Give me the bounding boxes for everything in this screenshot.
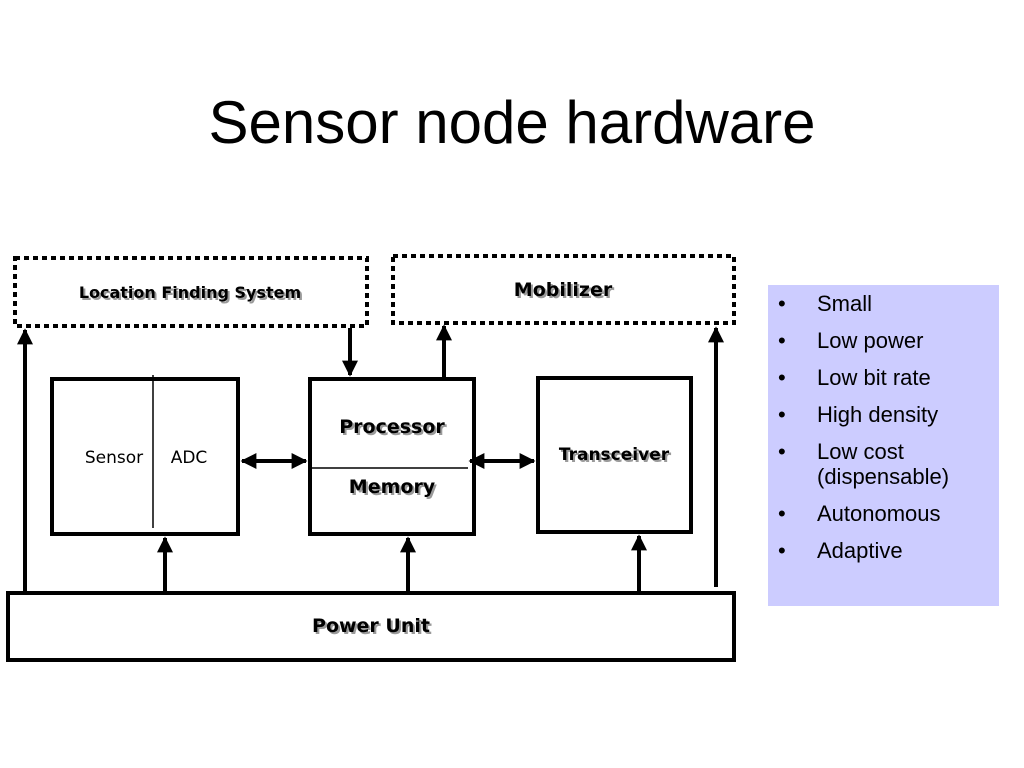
transceiver-box xyxy=(536,376,693,534)
processor-memory-box xyxy=(308,377,476,536)
bullet-marker: • xyxy=(778,328,786,353)
list-item: • Autonomous xyxy=(768,501,999,526)
bullet-marker: • xyxy=(778,365,786,390)
list-item-label: Low cost (dispensable) xyxy=(817,439,950,489)
bullet-marker: • xyxy=(778,402,786,427)
list-item: • Small xyxy=(768,291,999,316)
properties-list: • Small • Low power • Low bit rate • High de… xyxy=(768,291,999,563)
bullet-marker: • xyxy=(778,538,786,563)
slide-title: Sensor node hardware xyxy=(208,89,816,156)
transceiver-label-shadow: Transceiver xyxy=(561,447,672,467)
list-item-label: Low bit rate xyxy=(817,365,931,390)
sensor-adc-box xyxy=(50,377,240,536)
transceiver-label: Transceiver xyxy=(559,445,670,465)
list-item: • Adaptive xyxy=(768,538,999,563)
list-item-label: Small xyxy=(817,291,873,316)
bullet-marker: • xyxy=(778,501,786,526)
memory-label: Memory xyxy=(349,476,436,498)
properties-panel: • Small • Low power • Low bit rate • High de… xyxy=(768,285,999,606)
mobilizer-box xyxy=(391,254,736,325)
sensor-label: Sensor xyxy=(85,448,143,468)
list-item: • Low power xyxy=(768,328,999,353)
power-unit-box xyxy=(6,591,736,662)
list-item-label: Low power xyxy=(817,328,924,353)
list-item-label: High density xyxy=(817,402,939,427)
list-item: • Low cost (dispensable) xyxy=(768,439,999,489)
processor-label: Processor xyxy=(339,416,445,438)
list-item: • Low bit rate xyxy=(768,365,999,390)
processor-label-shadow: Processor xyxy=(341,418,447,440)
memory-label-shadow: Memory xyxy=(351,478,438,500)
bullet-marker: • xyxy=(778,291,786,316)
location-finding-box xyxy=(13,256,369,328)
list-item-label: Autonomous xyxy=(817,501,941,526)
list-item: • High density xyxy=(768,402,999,427)
power-unit-label: Power Unit xyxy=(312,615,430,637)
mobilizer-label-shadow: Mobilizer xyxy=(516,281,615,303)
location-finding-label: Location Finding System xyxy=(79,283,301,302)
location-finding-label-shadow: Location Finding System xyxy=(81,285,303,304)
mobilizer-label: Mobilizer xyxy=(514,279,613,301)
list-item-label: Adaptive xyxy=(817,538,903,563)
hardware-diagram: Location Finding System Location Finding… xyxy=(6,254,736,662)
power-unit-label-shadow: Power Unit xyxy=(314,617,432,639)
adc-label: ADC xyxy=(171,448,208,468)
bullet-marker: • xyxy=(778,439,786,464)
